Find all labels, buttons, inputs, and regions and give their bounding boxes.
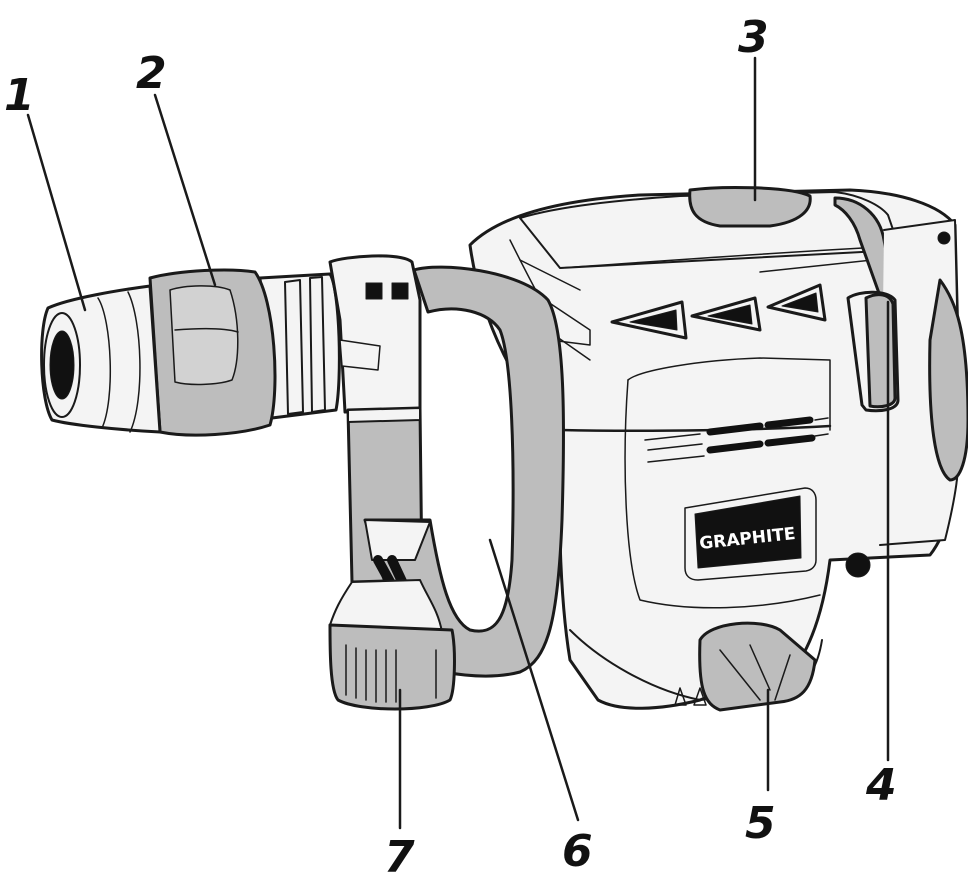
leader-2 <box>153 93 217 287</box>
auxiliary-handle <box>328 254 565 711</box>
callout-6: 6 <box>562 826 593 877</box>
top-grip-pad <box>688 186 812 228</box>
callout-leaders <box>26 56 890 830</box>
callout-3: 3 <box>738 12 769 63</box>
callout-5: 5 <box>745 798 776 849</box>
bottom-grip-pad <box>698 621 817 712</box>
chuck-assembly <box>40 268 341 437</box>
leader-6 <box>488 538 580 822</box>
brand-logo-badge <box>694 495 802 569</box>
switch-trigger <box>864 293 897 409</box>
bit-opening <box>49 330 75 400</box>
callout-1: 1 <box>4 70 35 121</box>
leader-1 <box>26 113 87 312</box>
callout-7: 7 <box>384 832 415 877</box>
chuck-nose <box>40 284 162 434</box>
callout-4: 4 <box>865 760 897 811</box>
callout-2: 2 <box>136 48 167 99</box>
